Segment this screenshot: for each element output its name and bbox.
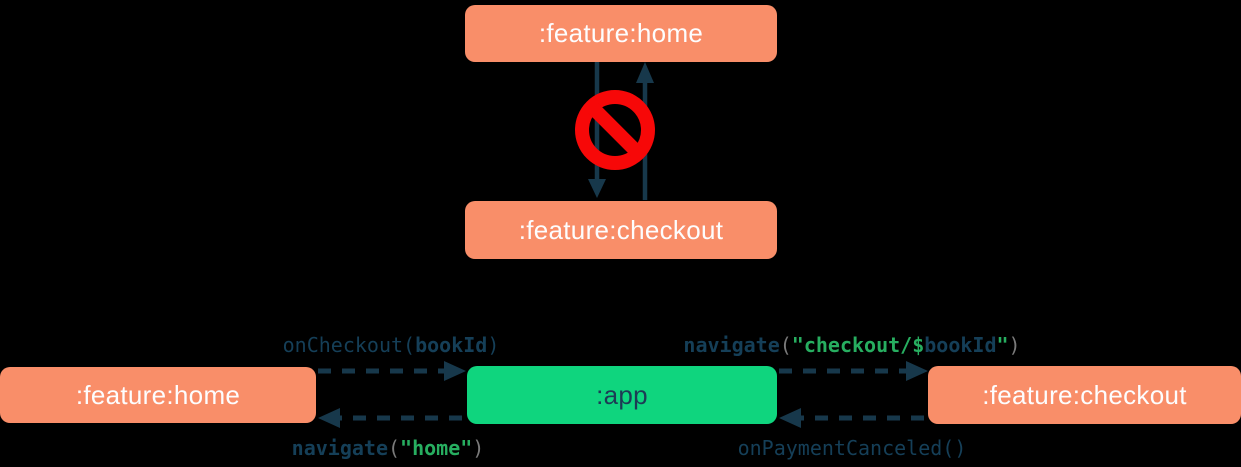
code-label-on-payment-canceled: onPaymentCanceled() — [738, 437, 967, 460]
top-node-feature-checkout: :feature:checkout — [465, 201, 777, 259]
arrow-checkout-to-app — [779, 408, 924, 428]
code-label-on-checkout: onCheckout(bookId) — [283, 334, 500, 357]
string-literal: " — [996, 333, 1009, 357]
string-literal: "home" — [400, 436, 473, 460]
fn-name: navigate — [291, 436, 388, 460]
code-label-navigate-home: navigate("home") — [292, 437, 485, 460]
arrow-checkout-to-home — [636, 62, 654, 200]
bottom-node-feature-home: :feature:home — [0, 367, 316, 423]
prohibition-icon — [575, 90, 655, 170]
paren: ) — [487, 333, 500, 357]
arrow-home-to-app — [318, 361, 466, 381]
string-literal: "checkout/ — [791, 333, 913, 357]
arrow-app-to-home — [318, 408, 462, 428]
arrow-app-to-checkout — [779, 361, 928, 381]
fn-name: onCheckout — [282, 333, 404, 357]
paren: ) — [1008, 333, 1021, 357]
paren: ( — [387, 436, 401, 460]
template-variable: bookId — [924, 333, 997, 357]
top-node-feature-home: :feature:home — [465, 5, 777, 62]
fn-name: navigate — [683, 333, 780, 357]
argument: bookId — [415, 333, 488, 357]
paren: ( — [779, 333, 792, 357]
paren: ) — [472, 436, 485, 460]
code-label-navigate-checkout: navigate("checkout/$bookId") — [683, 334, 1020, 357]
fn-name: onPaymentCanceled — [737, 436, 943, 460]
arrow-home-to-checkout — [588, 61, 606, 198]
template-dollar: $ — [912, 333, 925, 357]
bottom-node-app: :app — [467, 366, 777, 424]
paren: ( — [403, 333, 416, 357]
bottom-node-feature-checkout: :feature:checkout — [928, 366, 1241, 424]
paren: () — [942, 436, 967, 460]
